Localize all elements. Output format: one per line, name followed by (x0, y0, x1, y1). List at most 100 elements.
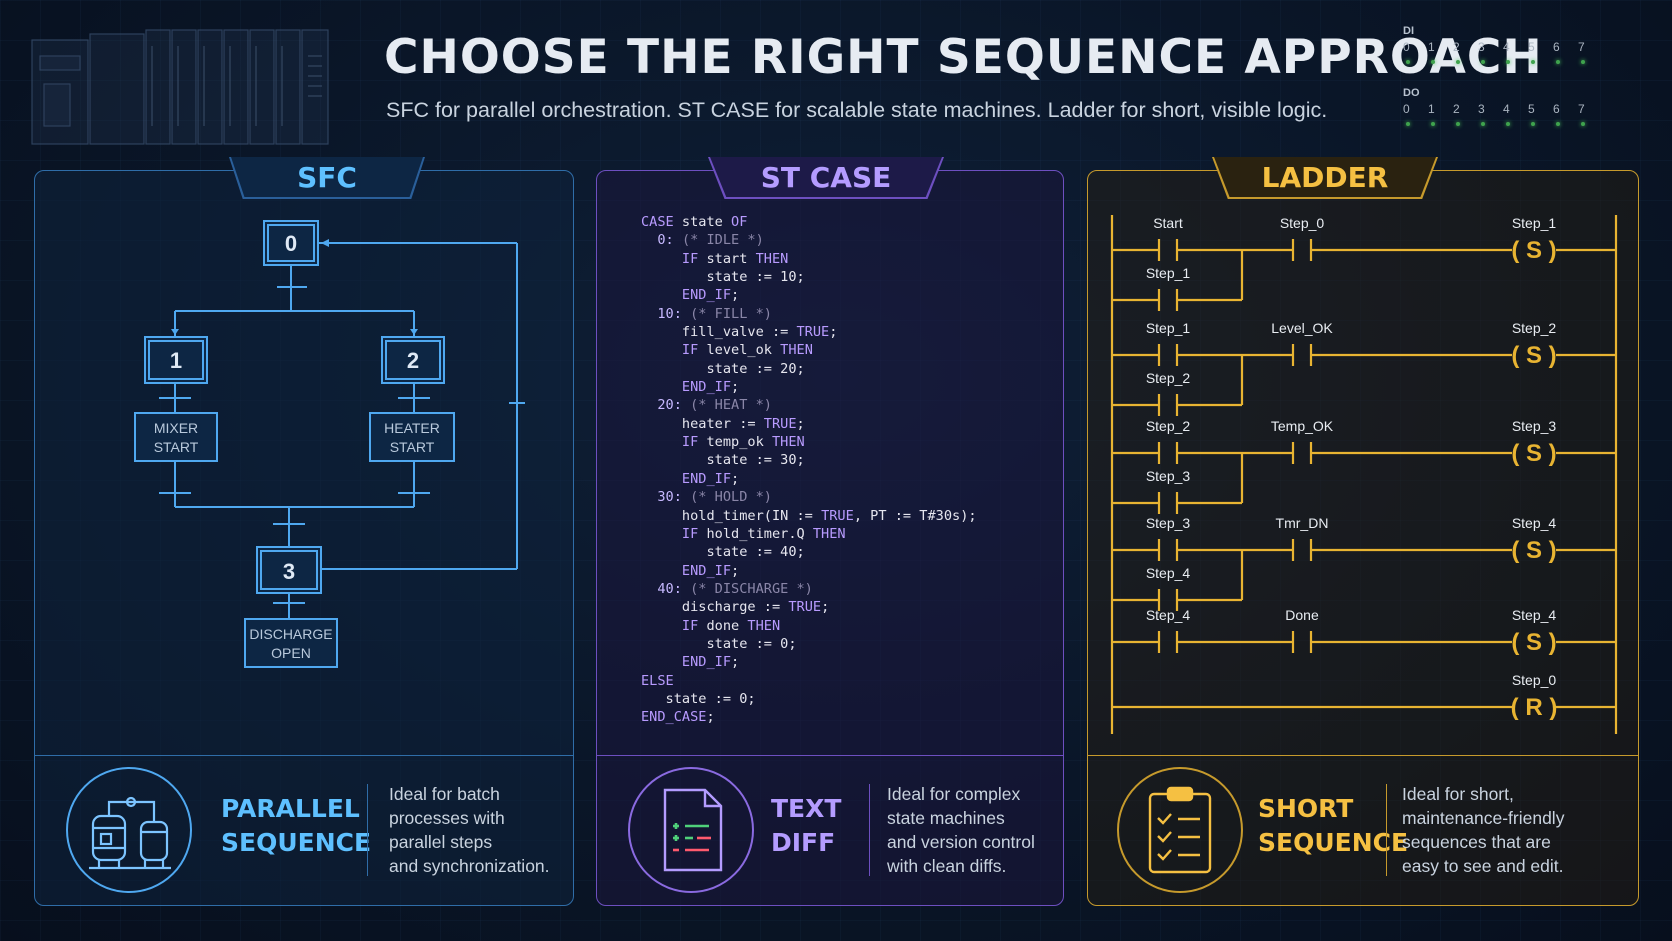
code-line: hold_timer(IN := TRUE, PT := T#30s); (641, 507, 977, 524)
sfc-footer-title-line2: SEQUENCE (221, 828, 372, 857)
ladder-rung-2-seal-contact-label: Step_2 (1146, 370, 1191, 386)
di-number: 6 (1553, 40, 1560, 54)
code-line: 10: (* FILL *) (641, 305, 772, 322)
sfc-panel: SFC (34, 157, 574, 906)
sfc-tab: SFC (229, 157, 425, 199)
ladder-rung-4-seal-contact-label: Step_4 (1146, 565, 1191, 581)
di-indicator-group: DI 0 1 2 3 4 5 6 7 (1403, 25, 1603, 64)
do-number: 5 (1528, 102, 1535, 116)
ladder-rung-3-coil-label: Step_3 (1512, 418, 1557, 434)
code-line: state := 0; (641, 635, 797, 652)
code-line: IF hold_timer.Q THEN (681, 525, 846, 542)
ladder-tab: LADDER (1212, 157, 1438, 199)
ladder-rung-5-contact-a-label: Step_4 (1146, 607, 1191, 623)
ladder-footer-desc: Ideal for short, maintenance-friendly se… (1402, 782, 1564, 878)
led-icon (1506, 60, 1510, 64)
led-icon (1556, 60, 1560, 64)
di-number: 2 (1453, 40, 1460, 54)
do-numbers: 0 1 2 3 4 5 6 7 (1403, 102, 1603, 116)
st-footer-desc: Ideal for complex state machines and ver… (887, 782, 1035, 878)
di-number: 4 (1503, 40, 1510, 54)
ladder-footer: SHORT SEQUENCE Ideal for short, maintena… (1088, 755, 1638, 905)
led-icon (1531, 122, 1535, 126)
code-line: CASE state OF (641, 214, 748, 230)
ladder-rung-3-coil-symbol: ( S ) (1511, 440, 1556, 467)
ladder-rung-2-coil-symbol: ( S ) (1511, 342, 1556, 369)
ladder-rung-5-coil-symbol: ( S ) (1511, 629, 1556, 656)
st-case-panel: ST CASE CASE state OF 0: (* IDLE *) IF s… (596, 157, 1064, 906)
ladder-rung-3-contact-b-label: Temp_OK (1271, 418, 1334, 434)
led-icon (1531, 60, 1535, 64)
ladder-rung-1-seal-contact-label: Step_1 (1146, 265, 1191, 281)
di-number: 3 (1478, 40, 1485, 54)
checklist-icon (1117, 767, 1243, 893)
diff-file-icon (628, 767, 754, 893)
st-footer-title: TEXT DIFF (771, 792, 841, 860)
code-line: IF temp_ok THEN (681, 434, 805, 451)
sfc-action-heater-line2: START (390, 439, 435, 455)
do-indicator-group: DO 0 1 2 3 4 5 6 7 (1403, 87, 1603, 126)
ladder-rung-1-coil-symbol: ( S ) (1511, 237, 1556, 264)
di-number: 7 (1578, 40, 1585, 54)
sfc-action-discharge-line1: DISCHARGE (249, 626, 332, 642)
ladder-desc-line: sequences that are (1402, 832, 1551, 852)
sfc-step-3-label: 3 (283, 559, 295, 584)
led-icon (1431, 122, 1435, 126)
sfc-step-1-box (144, 336, 208, 384)
led-icon (1406, 60, 1410, 64)
code-line: heater := TRUE; (641, 415, 805, 432)
led-icon (1406, 122, 1410, 126)
ladder-tab-label: LADDER (1261, 160, 1389, 194)
sfc-action-discharge-line2: OPEN (271, 645, 311, 661)
di-numbers: 0 1 2 3 4 5 6 7 (1403, 40, 1603, 54)
code-line: fill_valve := TRUE; (641, 324, 838, 341)
st-footer: TEXT DIFF Ideal for complex state machin… (597, 755, 1063, 905)
code-line: END_CASE; (641, 709, 715, 726)
do-number: 0 (1403, 102, 1410, 116)
code-line: END_IF; (681, 287, 740, 304)
code-line: state := 0; (641, 690, 756, 707)
st-footer-divider (869, 784, 870, 876)
do-number: 7 (1578, 102, 1585, 116)
ladder-rung-2-coil-label: Step_2 (1512, 320, 1557, 336)
ladder-desc-line: easy to see and edit. (1402, 856, 1564, 876)
code-line: END_IF; (681, 654, 740, 671)
st-desc-line: and version control (887, 832, 1035, 852)
do-number: 1 (1428, 102, 1435, 116)
sfc-diagram: 0 1 2 3 MIXER START HEATER START DISCHAR… (134, 220, 525, 668)
ladder-rung-2-contact-a-label: Step_1 (1146, 320, 1191, 336)
ladder-rung-1-contact-b-label: Step_0 (1280, 215, 1325, 231)
led-icon (1481, 60, 1485, 64)
sfc-desc-line: and synchronization. (389, 856, 550, 876)
ladder-rung-4-coil-symbol: ( S ) (1511, 537, 1556, 564)
sfc-action-mixer-line2: START (154, 439, 199, 455)
do-number: 3 (1478, 102, 1485, 116)
di-number: 5 (1528, 40, 1535, 54)
sfc-step-2-box (381, 336, 445, 384)
led-icon (1481, 122, 1485, 126)
sfc-footer-desc: Ideal for batch processes with parallel … (389, 782, 550, 878)
ladder-footer-title-line2: SEQUENCE (1258, 828, 1409, 857)
code-line: state := 40; (641, 544, 805, 561)
sfc-footer-title-line1: PARALLEL (221, 794, 360, 823)
sfc-tab-label: SFC (297, 160, 357, 194)
sfc-footer: PARALLEL SEQUENCE Ideal for batch proces… (35, 755, 573, 905)
code-line: 20: (* HEAT *) (641, 397, 772, 414)
code-line: state := 10; (641, 269, 805, 286)
di-label: DI (1403, 25, 1414, 37)
sfc-action-heater-box (369, 412, 455, 462)
sfc-step-1-label: 1 (170, 348, 182, 373)
led-icon (1556, 122, 1560, 126)
ladder-rung-3-contact-a-label: Step_2 (1146, 418, 1191, 434)
code-line: END_IF; (681, 562, 740, 579)
code-line: IF level_ok THEN (681, 342, 813, 359)
ladder-rung-4-coil-label: Step_4 (1512, 515, 1557, 531)
page-subtitle: SFC for parallel orchestration. ST CASE … (386, 98, 1328, 122)
code-line: IF start THEN (681, 250, 789, 267)
code-line: 40: (* DISCHARGE *) (641, 580, 813, 597)
do-label: DO (1403, 87, 1420, 99)
page-title: CHOOSE THE RIGHT SEQUENCE APPROACH (384, 30, 1543, 85)
ladder-rung-1-contact-a-label: Start (1153, 215, 1183, 231)
ladder-rung-4-contact-b-label: Tmr_DN (1276, 515, 1329, 531)
